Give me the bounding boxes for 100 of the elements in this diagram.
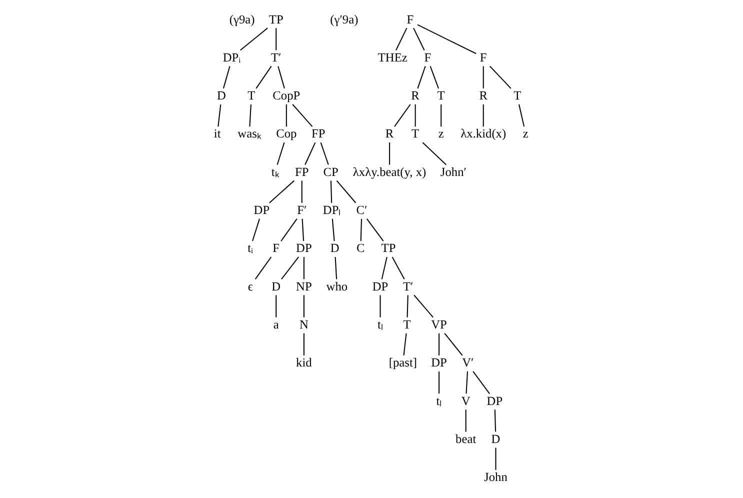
node-text: D xyxy=(330,241,340,256)
connector xyxy=(440,104,442,127)
connector xyxy=(414,104,416,127)
node-text: T xyxy=(437,88,445,103)
connector xyxy=(392,256,405,280)
connector xyxy=(406,295,408,318)
connector xyxy=(394,104,411,127)
node-text: DPₗ xyxy=(322,203,341,218)
node-text: TP xyxy=(381,241,396,256)
connector xyxy=(276,295,277,318)
node-text: V xyxy=(461,394,470,408)
node-text: CopP xyxy=(272,88,300,103)
node-text: DP xyxy=(372,279,388,294)
label: (γ′9a) xyxy=(330,12,358,26)
connector xyxy=(494,410,496,432)
node-text: F xyxy=(424,50,432,64)
node-text: F xyxy=(406,12,414,26)
connector xyxy=(303,257,304,280)
node-text: THEz xyxy=(378,50,408,64)
node-text: z xyxy=(438,126,444,141)
node-text: R xyxy=(411,88,420,103)
connector xyxy=(281,256,299,280)
node-text: λx.kid(x) xyxy=(460,126,506,141)
node-text: FP xyxy=(295,164,309,179)
node-text: it xyxy=(214,126,221,141)
node-text: DP xyxy=(296,241,312,256)
node-text: C′ xyxy=(356,203,368,218)
connector xyxy=(286,104,287,127)
connector xyxy=(366,218,384,242)
connector xyxy=(482,66,484,88)
connector xyxy=(276,142,285,165)
connector xyxy=(252,218,260,242)
node-text: who xyxy=(326,279,348,294)
connector xyxy=(334,256,338,280)
node-text: VP xyxy=(431,318,447,332)
node-text: TP xyxy=(268,12,284,26)
connector xyxy=(444,332,463,356)
connector xyxy=(303,295,304,318)
node-text: V′ xyxy=(462,356,474,370)
connector xyxy=(465,410,466,432)
connector xyxy=(417,24,476,54)
connector xyxy=(332,218,335,242)
node-text: D xyxy=(272,279,281,294)
node-text: tₗ xyxy=(436,394,442,408)
node-text: [past] xyxy=(388,356,418,370)
node-text: DP xyxy=(254,203,270,218)
node-text: R xyxy=(479,88,488,103)
node-text: T′ xyxy=(402,279,414,294)
node-text: ϵ xyxy=(248,279,253,294)
node-text: a xyxy=(273,318,279,332)
node-text: F xyxy=(272,241,280,256)
node-text: λxλy.beat(y, x) xyxy=(352,164,426,179)
node-text: D xyxy=(491,432,500,446)
connector xyxy=(518,104,525,127)
node-text: beat xyxy=(456,432,476,446)
connector xyxy=(413,28,425,50)
node-text: Cop xyxy=(276,126,297,141)
connector xyxy=(278,66,285,89)
node-text: D xyxy=(217,88,226,103)
node-text: kid xyxy=(296,356,312,370)
node-text: DP xyxy=(486,394,503,408)
connector xyxy=(256,66,272,89)
connector xyxy=(330,180,332,203)
connector xyxy=(466,371,468,394)
connector xyxy=(414,294,434,318)
connector xyxy=(301,180,302,203)
connector xyxy=(320,142,329,165)
connector xyxy=(381,256,388,280)
connector xyxy=(472,371,490,394)
node-text: T xyxy=(403,318,411,332)
connector xyxy=(380,295,381,318)
connector xyxy=(422,142,446,166)
connector xyxy=(490,66,512,89)
connector xyxy=(280,218,298,242)
connector xyxy=(302,218,304,242)
connector xyxy=(336,180,356,204)
node-text: wasₖ xyxy=(238,126,261,141)
node-text: R xyxy=(385,126,394,141)
connector xyxy=(222,66,230,89)
label: (γ9a) xyxy=(229,12,255,26)
node-text: tₖ xyxy=(271,164,279,179)
connector xyxy=(495,448,496,470)
connector xyxy=(292,104,313,127)
node-text: CP xyxy=(323,164,338,179)
node-text: tₗ xyxy=(378,318,383,332)
node-text: C xyxy=(356,241,365,256)
node-text: tᵢ xyxy=(248,241,254,256)
connector xyxy=(269,180,294,204)
connector xyxy=(303,333,304,356)
connector xyxy=(254,256,272,280)
node-text: John′ xyxy=(440,164,467,179)
connector xyxy=(417,66,426,89)
connector xyxy=(218,104,222,127)
connector xyxy=(430,66,439,89)
node-text: F xyxy=(480,50,487,64)
connector xyxy=(438,371,440,394)
node-text: DPᵢ xyxy=(222,50,241,64)
node-text: DP xyxy=(431,356,447,370)
node-text: T xyxy=(248,88,256,103)
node-text: T xyxy=(514,88,522,103)
